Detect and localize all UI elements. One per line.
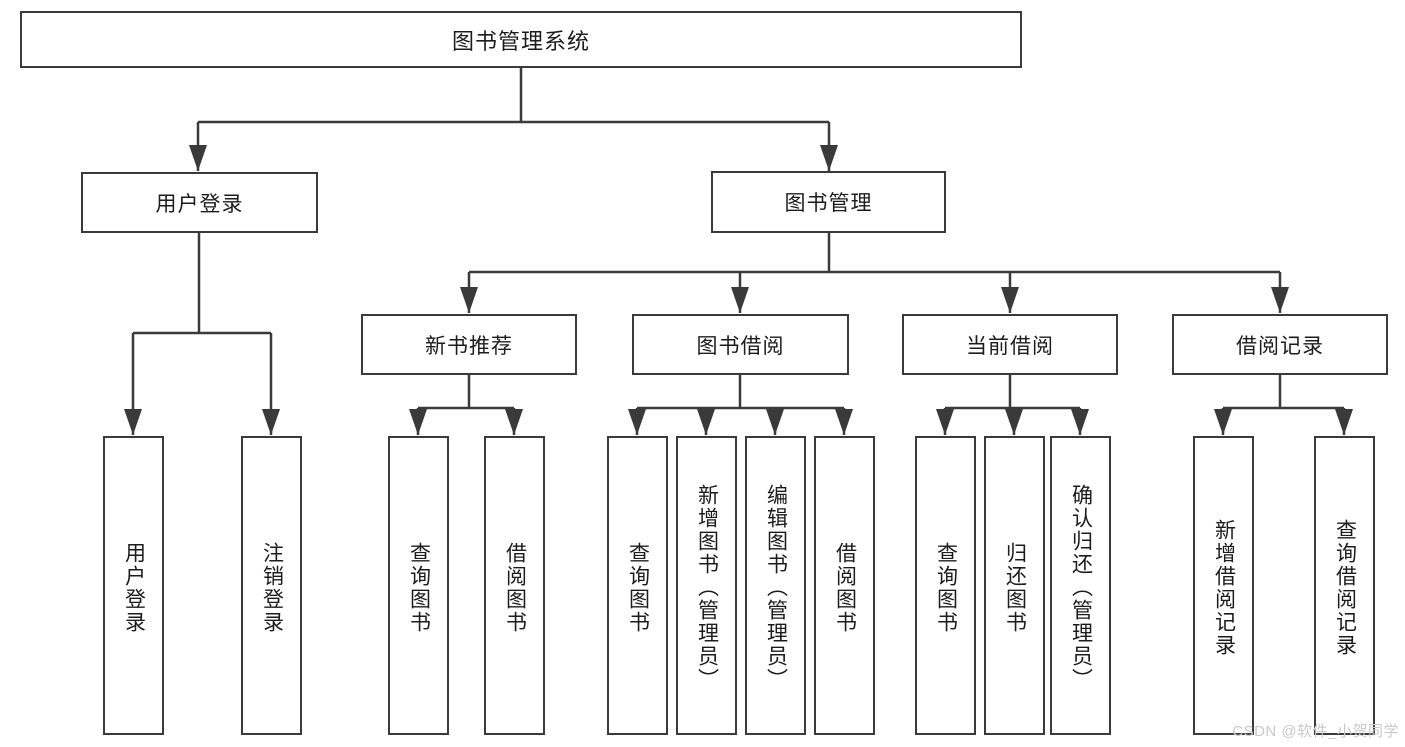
node-label: 用户登录 [122,541,146,634]
node-l-query1: 查询图书 [388,436,449,735]
node-l-return: 归还图书 [984,436,1045,735]
node-label: 查询借阅记录 [1333,518,1357,657]
watermark: CSDN @软件_小贺同学 [1232,723,1399,740]
node-label: 图书借阅 [696,334,785,358]
node-label: 当前借阅 [966,334,1054,358]
node-label: 查询图书 [407,541,431,634]
node-label: 图书管理 [784,192,873,215]
node-label: 查询图书 [626,541,650,634]
node-label: 图书管理系统 [451,28,590,54]
node-label: 注销登录 [260,541,284,634]
node-label: 查询图书 [934,541,958,634]
node-l-query3: 查询图书 [915,436,976,735]
node-l-edit: 编辑图书（管理员） [745,436,806,735]
node-label: 新书推荐 [425,334,513,358]
node-label: 用户登录 [155,192,244,216]
node-login: 用户登录 [81,172,318,233]
node-label: 确认归还（管理员） [1069,484,1093,691]
node-label: 借阅记录 [1236,334,1324,358]
node-l-addrec: 新增借阅记录 [1193,436,1254,735]
node-label: 新增图书（管理员） [695,484,719,691]
node-l-borrow1: 借阅图书 [484,436,545,735]
node-label: 归还图书 [1003,541,1027,634]
node-newbook: 新书推荐 [361,314,577,375]
node-l-confirm: 确认归还（管理员） [1050,436,1111,735]
node-records: 借阅记录 [1172,314,1388,375]
node-l-borrow2: 借阅图书 [814,436,875,735]
node-current: 当前借阅 [902,314,1118,375]
node-label: 借阅图书 [833,541,857,634]
node-label: 编辑图书（管理员） [764,484,788,691]
node-l-query2: 查询图书 [607,436,668,735]
node-l-queryrec: 查询借阅记录 [1314,436,1375,735]
node-label: 借阅图书 [503,541,527,634]
node-l-add: 新增图书（管理员） [676,436,737,735]
node-label: 新增借阅记录 [1212,518,1236,657]
node-borrow: 图书借阅 [632,314,849,375]
node-root: 图书管理系统 [20,11,1022,68]
node-l-login: 用户登录 [103,436,164,735]
node-l-logout: 注销登录 [241,436,302,735]
node-bookmgmt: 图书管理 [711,171,946,233]
